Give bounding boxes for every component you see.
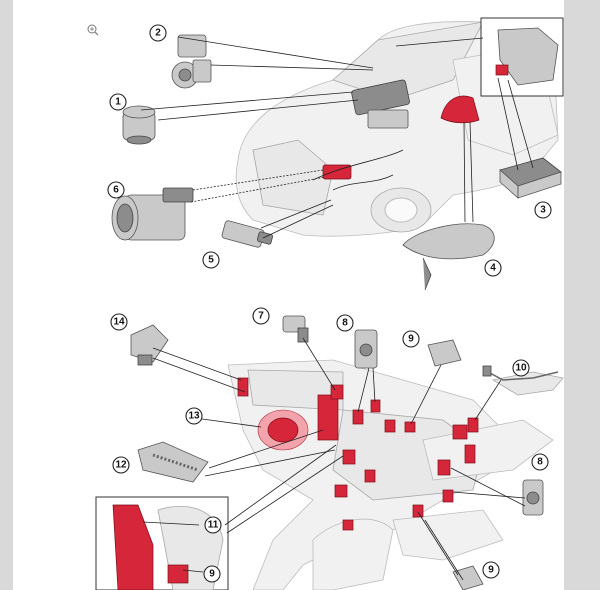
part-5-pressure-sensor [221,220,274,248]
top-leader-lines [140,36,534,239]
callout-12: 12 [112,456,130,474]
callout-9-bottom-right: 9 [482,561,500,579]
left-margin-bar [0,0,13,590]
svg-text:11: 11 [208,520,219,531]
svg-text:4: 4 [490,263,496,274]
part-10-sensor-cable [482,365,559,381]
part-8-actuator-top [354,329,378,369]
svg-text:1: 1 [115,97,121,108]
svg-text:14: 14 [113,317,125,328]
part-8-actuator-right [522,479,544,516]
callout-10: 10 [512,359,530,377]
part-14-actuator [130,324,169,366]
callout-11: 11 [204,516,222,534]
svg-text:2: 2 [155,28,161,39]
part-13-blower-motor [257,394,339,451]
callout-8-top: 8 [336,314,354,332]
svg-text:13: 13 [188,411,200,422]
callout-9-top: 9 [402,330,420,348]
callout-1: 1 [109,93,127,111]
bottom-leader-lines [142,337,526,581]
right-margin-bar [564,0,600,590]
svg-text:9: 9 [209,569,215,580]
inset-rear-view-mirror [480,17,564,97]
callout-5: 5 [202,251,220,269]
part-9-actuator-top [427,339,462,367]
callout-7: 7 [252,307,270,325]
svg-text:7: 7 [258,311,264,322]
callout-14: 14 [110,313,128,331]
part-2-actuator [171,34,212,89]
svg-text:6: 6 [113,185,119,196]
svg-text:8: 8 [537,457,543,468]
hvac-assembly-ghost [227,359,564,590]
callout-4: 4 [484,259,502,277]
rearview-mirror-red [440,95,480,124]
callout-8-right: 8 [531,453,549,471]
part-1-sensor [122,105,156,145]
part-6-ac-compressor [111,187,194,241]
part-4-door-mirror [402,223,495,291]
svg-text:9: 9 [488,565,494,576]
part-7-sensor [282,315,309,343]
svg-text:9: 9 [408,334,414,345]
svg-text:10: 10 [515,363,527,374]
callout-2: 2 [149,24,167,42]
part-9-actuator-bottom [452,565,484,590]
part-3-control-module [499,157,562,199]
component-location-diagram: 1 2 3 4 5 6 7 8 9 10 11 12 13 14 8 9 9 [87,17,564,590]
callout-6: 6 [107,181,125,199]
callout-3: 3 [534,201,552,219]
svg-text:5: 5 [208,255,214,266]
highlighted-actuators [237,377,479,531]
callout-13: 13 [185,407,203,425]
part-12-resistor-pack [137,441,209,483]
diagram-canvas: 1 2 3 4 5 6 7 8 9 10 11 12 13 14 8 9 9 [13,0,564,590]
svg-text:3: 3 [540,205,546,216]
callout-9-inset: 9 [203,565,221,583]
svg-text:8: 8 [342,318,348,329]
svg-text:12: 12 [115,460,127,471]
magnifier-plus-icon[interactable] [87,24,99,36]
